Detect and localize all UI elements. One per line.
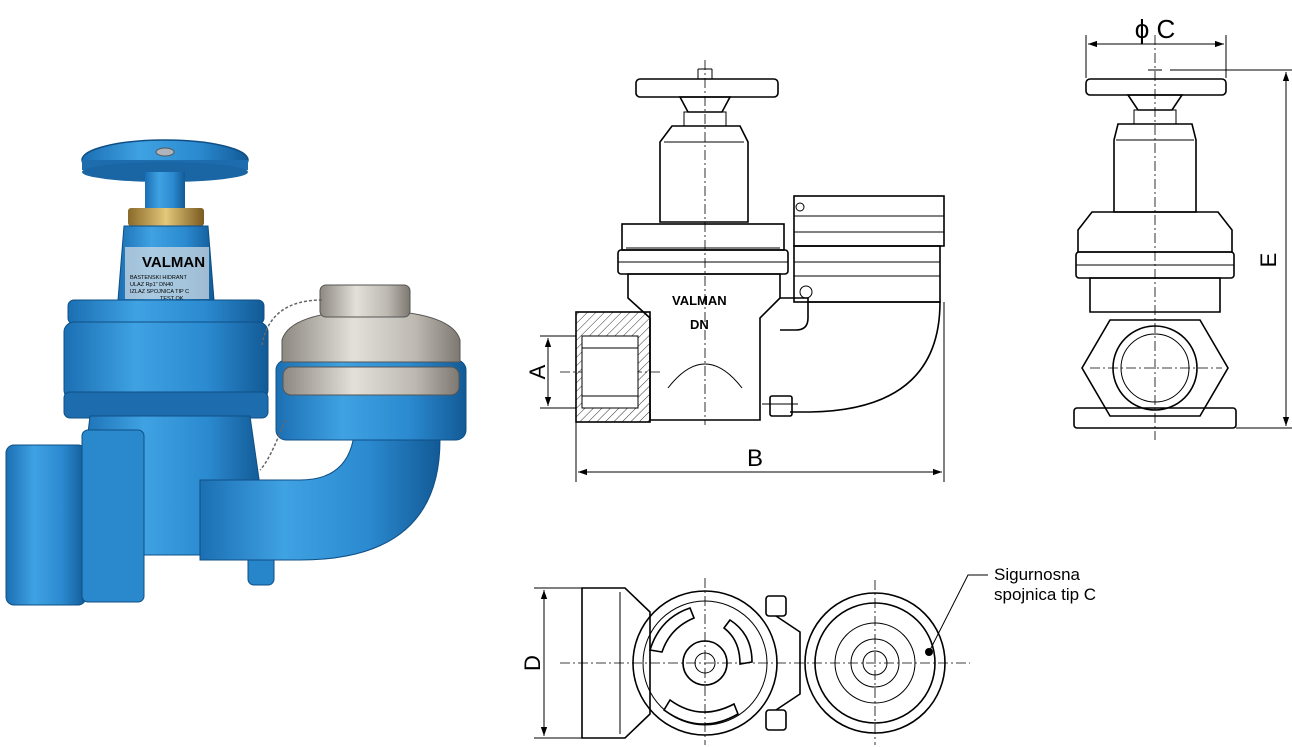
hydrant-photo: VALMAN BASTENSKI HIDRANT ULAZ Rp1" DN40 …	[5, 139, 467, 606]
photo-label-line-3: IZLAZ SPOJNICA TIP C	[130, 289, 189, 295]
photo-label-plate	[125, 247, 209, 299]
dim-label-e: E	[1256, 253, 1281, 268]
photo-label-line-2: ULAZ Rp1" DN40	[130, 282, 173, 288]
side-view-cast-dn: DN	[690, 317, 709, 332]
plan-view-handwheel	[632, 590, 778, 736]
dim-label-a: A	[525, 364, 550, 379]
callout-line-1: Sigurnosna	[994, 565, 1081, 584]
photo-inlet-port	[5, 444, 87, 606]
photo-coupling-cap	[281, 309, 461, 363]
photo-brand: VALMAN	[142, 254, 205, 271]
end-view-hex-port	[1081, 319, 1229, 417]
plan-view-coupling	[804, 592, 946, 734]
photo-cap-ring	[282, 366, 460, 396]
side-view-drawing: VALMAN DN A B	[525, 60, 945, 482]
side-view-cast-brand: VALMAN	[672, 293, 727, 308]
plan-view-drawing: D Sigurnosna spojnica tip C	[520, 565, 1096, 745]
end-view-drawing: ϕ C E	[1073, 14, 1292, 440]
callout-line-2: spojnica tip C	[994, 585, 1096, 604]
dim-label-b: B	[747, 445, 763, 472]
photo-elbow	[199, 419, 441, 561]
dim-label-c: ϕ C	[1135, 14, 1176, 44]
photo-brass-nut	[128, 208, 204, 226]
dim-label-d: D	[520, 655, 545, 671]
photo-label-line-1: BASTENSKI HIDRANT	[130, 275, 187, 281]
photo-label-line-4: TEST OK	[160, 296, 184, 302]
